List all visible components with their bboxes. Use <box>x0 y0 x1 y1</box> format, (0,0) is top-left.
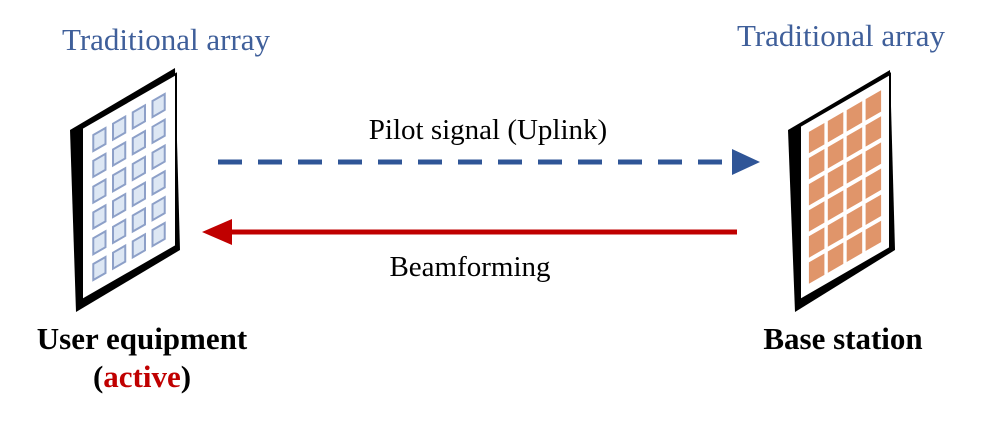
ue-active-state: active <box>103 359 180 394</box>
ue-antenna-element <box>131 206 146 234</box>
ue-antenna-element <box>92 203 107 231</box>
uplink-label: Pilot signal (Uplink) <box>369 114 607 146</box>
bs-antenna-element <box>865 220 882 252</box>
bs-antenna-element <box>827 138 844 169</box>
bs-antenna-element <box>865 168 882 199</box>
bs-antenna-element <box>827 216 844 247</box>
ue-antenna-element <box>112 166 127 194</box>
ue-close-paren: ) <box>181 359 191 394</box>
bs-antenna-element <box>827 242 844 273</box>
ue-antenna-element <box>92 255 107 282</box>
bs-antenna-element <box>846 179 863 210</box>
ue-antenna-element <box>151 143 166 171</box>
bs-array-panel <box>788 70 895 312</box>
bs-antenna-element <box>865 116 882 147</box>
ue-antenna-element <box>92 229 107 256</box>
bs-antenna-element <box>808 175 825 206</box>
ue-antenna-element <box>112 114 127 142</box>
bs-name: Base station <box>763 321 922 356</box>
ue-antenna-elements <box>92 92 166 282</box>
bs-antenna-element <box>808 201 825 232</box>
ue-array-label: Traditional array <box>62 22 271 57</box>
bs-antenna-element <box>865 90 882 121</box>
ue-array-panel <box>70 68 180 312</box>
ue-antenna-element <box>131 129 146 156</box>
ue-antenna-element <box>151 195 166 222</box>
ue-antenna-element <box>92 177 107 205</box>
bs-antenna-element <box>808 227 825 258</box>
ue-antenna-element <box>131 155 146 182</box>
beamforming-label: Beamforming <box>389 251 550 283</box>
bs-antenna-element <box>865 194 882 225</box>
ue-antenna-element <box>112 218 127 245</box>
ue-antenna-element <box>92 152 107 179</box>
ue-antenna-element <box>131 232 146 260</box>
bs-antenna-element <box>808 253 825 284</box>
bs-antenna-element <box>808 149 825 180</box>
uplink-arrow-head <box>732 149 760 175</box>
ue-antenna-element <box>151 118 166 145</box>
ue-antenna-element <box>131 103 146 131</box>
bs-antenna-element <box>846 153 863 184</box>
bs-antenna-element <box>846 101 863 132</box>
bs-antenna-element <box>827 112 844 143</box>
bs-antenna-element <box>865 142 882 173</box>
bs-antenna-element <box>846 205 863 236</box>
ue-name: User equipment <box>37 321 248 356</box>
bs-antenna-element <box>808 122 825 154</box>
ue-antenna-element <box>131 180 146 208</box>
ue-open-paren: ( <box>93 359 103 394</box>
ue-antenna-element <box>151 92 166 119</box>
ue-antenna-element <box>112 140 127 168</box>
ue-antenna-element <box>112 192 127 219</box>
ue-antenna-element <box>151 221 166 248</box>
ue-antenna-element <box>151 169 166 197</box>
bs-antenna-element <box>846 127 863 158</box>
ue-antenna-element <box>92 126 107 153</box>
bs-antenna-element <box>827 190 844 221</box>
ue-state-line: (active) <box>93 359 191 394</box>
bs-array-label: Traditional array <box>737 18 946 53</box>
beamforming-arrow-head <box>202 219 232 245</box>
bs-antenna-elements <box>808 90 882 284</box>
ue-antenna-element <box>112 243 127 271</box>
bs-antenna-element <box>846 231 863 262</box>
bs-antenna-element <box>827 164 844 195</box>
